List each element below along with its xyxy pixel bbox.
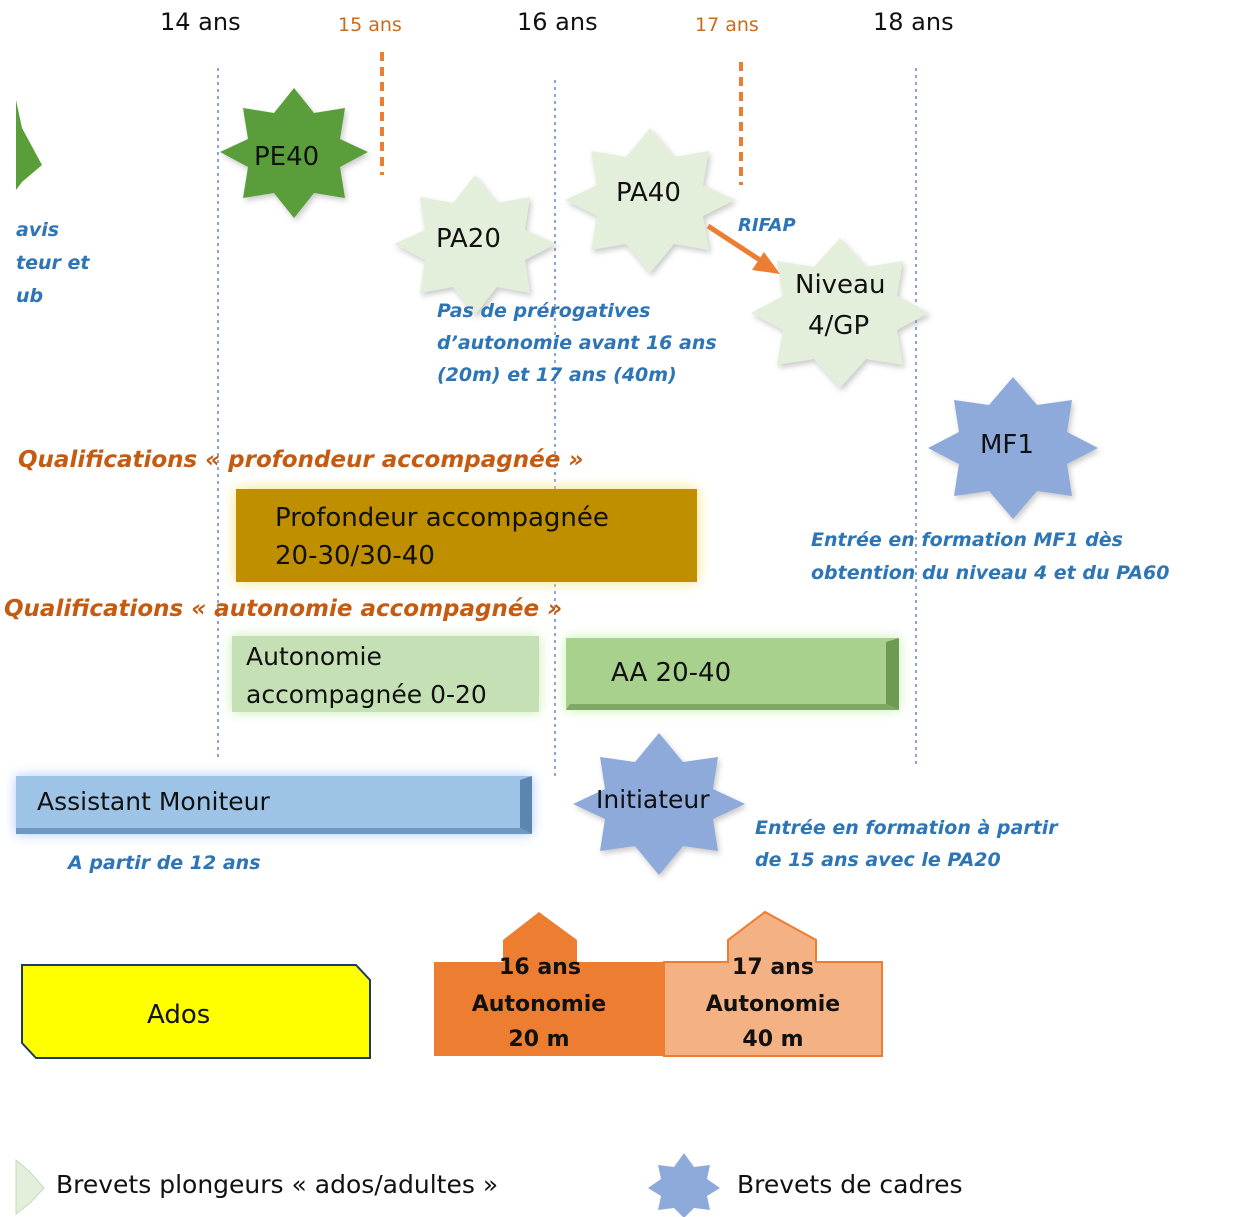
milestone-17-line2: Autonomie <box>705 992 841 1017</box>
rifap-label: RIFAP <box>738 215 796 236</box>
aa020-box-line1: Autonomie <box>246 642 382 671</box>
left-note-line3: ub <box>16 285 44 307</box>
initiateur-label: Initiateur <box>596 785 710 814</box>
profondeur-box-shape <box>236 489 697 582</box>
milestone-16-line3: 20 m <box>508 1027 570 1052</box>
left-note-line1: avis <box>16 219 60 241</box>
rifap-arrow-shaft <box>706 223 765 265</box>
milestone-17-line3: 40 m <box>742 1027 804 1052</box>
initiateur-star <box>573 733 745 875</box>
legend-ados-adultes-label: Brevets plongeurs « ados/adultes » <box>56 1170 499 1199</box>
legend-cadres-icon <box>648 1153 720 1217</box>
qualifications-profondeur-heading: Qualifications « profondeur accompagnée … <box>18 447 584 473</box>
rifap-arrow-head <box>752 252 780 274</box>
assistant-box-label: Assistant Moniteur <box>37 787 270 816</box>
mf1-note-line2: obtention du niveau 4 et du PA60 <box>811 562 1170 584</box>
pe40-star <box>220 88 368 218</box>
pa40-star <box>565 128 735 273</box>
initiateur-note-line2: de 15 ans avec le PA20 <box>755 849 1001 871</box>
milestone-16-shape <box>434 912 664 1056</box>
aa2040-box-shape <box>566 638 899 710</box>
age-14: 14 ans <box>160 8 241 36</box>
milestone-16-line1: 16 ans <box>499 955 581 980</box>
profondeur-box-line1: Profondeur accompagnée <box>275 503 609 533</box>
initiateur-note-line1: Entrée en formation à partir <box>755 817 1058 839</box>
milestone-16-line2: Autonomie <box>471 992 607 1017</box>
pe40-label: PE40 <box>254 142 320 172</box>
ados-label: Ados <box>147 1000 211 1030</box>
age-16: 16 ans <box>517 8 598 36</box>
mf1-note-line1: Entrée en formation MF1 dès <box>811 529 1123 551</box>
niveau4-label-line2: 4/GP <box>808 311 870 341</box>
aa2040-box-label: AA 20-40 <box>611 658 732 688</box>
legend-ados-adultes-icon <box>15 1158 45 1216</box>
assistant-note: A partir de 12 ans <box>68 852 261 874</box>
aa020-box-line2: accompagnée 0-20 <box>246 680 487 709</box>
milestone-17-line1: 17 ans <box>732 955 814 980</box>
age-17: 17 ans <box>695 14 759 36</box>
assistant-box-shape <box>16 776 532 834</box>
prerogatives-note-line2: d’autonomie avant 16 ans <box>437 332 717 354</box>
ados-box-shape <box>21 964 371 1059</box>
mf1-star <box>928 377 1098 519</box>
mf1-label: MF1 <box>980 430 1034 460</box>
age-18: 18 ans <box>873 8 954 36</box>
pa40-label: PA40 <box>616 178 681 208</box>
profondeur-box-line2: 20-30/30-40 <box>275 541 435 571</box>
legend-cadres-label: Brevets de cadres <box>737 1170 963 1199</box>
partial-star-left <box>16 100 42 190</box>
niveau4-star <box>751 238 929 388</box>
qualifications-autonomie-heading: Qualifications « autonomie accompagnée » <box>4 596 563 622</box>
prerogatives-note-line3: (20m) et 17 ans (40m) <box>437 364 677 386</box>
milestone-17-shape <box>663 910 883 1057</box>
aa020-box-shape <box>232 636 539 712</box>
niveau4-label-line1: Niveau <box>795 270 886 300</box>
pa20-label: PA20 <box>436 224 501 254</box>
age-15: 15 ans <box>338 14 402 36</box>
left-note-line2: teur et <box>16 252 90 274</box>
pa20-star <box>394 175 556 315</box>
prerogatives-note-line1: Pas de prérogatives <box>437 300 651 322</box>
